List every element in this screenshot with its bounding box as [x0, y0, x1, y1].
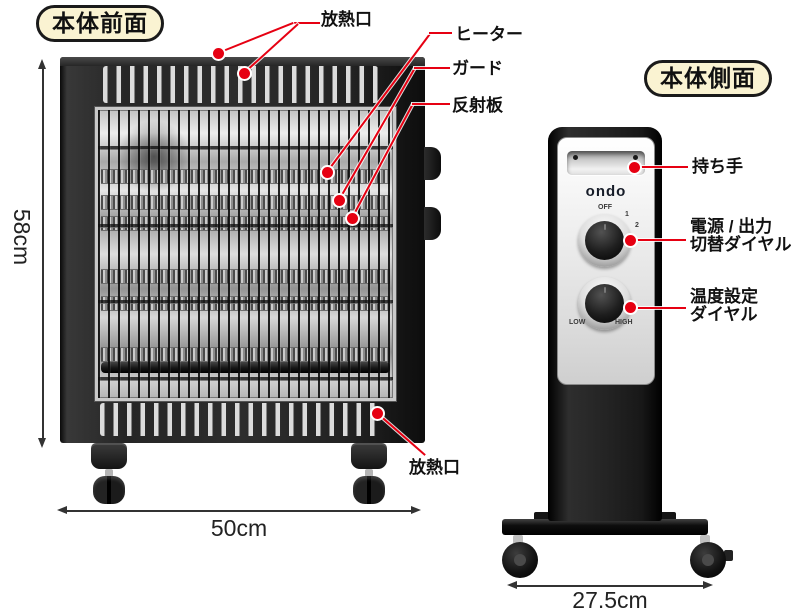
- power-dial-1-mark: 1: [625, 211, 629, 218]
- callout-line: [292, 22, 320, 24]
- depth-dimension-arrow: [507, 581, 713, 590]
- width-dimension-label: 50cm: [210, 515, 268, 541]
- front-caster-left: [90, 443, 130, 505]
- temp-dial-high-mark: HIGH: [615, 319, 633, 326]
- guard-wires: [98, 110, 393, 398]
- side-control-panel: ondo OFF 1 2 LOW HIGH: [557, 137, 655, 385]
- arrow-line: [515, 584, 705, 587]
- label-guard: ガード: [452, 59, 503, 78]
- power-dial-2-mark: 2: [635, 222, 639, 229]
- arrow-line: [65, 509, 413, 512]
- side-view-title: 本体側面: [644, 60, 772, 97]
- caster-wheel: [353, 476, 385, 504]
- temperature-dial[interactable]: [578, 277, 631, 330]
- arrow-up-icon: [38, 59, 46, 69]
- callout-line: [414, 67, 450, 69]
- screw-icon: [573, 155, 578, 160]
- caster-brake-tab: [724, 550, 733, 561]
- caster-stem: [105, 469, 113, 477]
- side-base-plate: [502, 519, 708, 535]
- front-caster-right: [350, 443, 390, 505]
- brand-logo: ondo: [585, 183, 627, 200]
- label-power-dial-line1: 電源 / 出力: [690, 217, 773, 236]
- temperature-dial-knob[interactable]: [585, 284, 624, 323]
- label-power-dial: 電源 / 出力 切替ダイヤル: [690, 218, 792, 254]
- label-power-dial-line2: 切替ダイヤル: [690, 235, 792, 254]
- callout-line: [632, 239, 686, 241]
- callout-dot: [623, 300, 638, 315]
- callout-dot: [370, 406, 385, 421]
- side-dial-profile-bottom: [424, 207, 441, 240]
- caster-stem: [700, 535, 710, 544]
- callout-line: [412, 103, 450, 105]
- label-heater: ヒーター: [455, 25, 523, 44]
- caster-stem: [513, 535, 523, 544]
- base-bracket: [534, 512, 556, 521]
- power-dial-knob[interactable]: [585, 221, 624, 260]
- callout-dot: [237, 66, 252, 81]
- label-temp-dial: 温度設定 ダイヤル: [690, 288, 758, 324]
- front-view-title: 本体前面: [36, 5, 164, 42]
- callout-line: [429, 32, 452, 34]
- callout-line: [632, 307, 686, 309]
- temp-dial-low-mark: LOW: [569, 319, 586, 326]
- callout-dot: [320, 165, 335, 180]
- depth-dimension-label: 27.5cm: [572, 587, 648, 612]
- callout-dot: [623, 233, 638, 248]
- arrow-left-icon: [507, 581, 517, 589]
- label-vent-bottom: 放熱口: [409, 458, 460, 477]
- caster-mount: [351, 443, 387, 469]
- label-vent-top: 放熱口: [321, 10, 372, 29]
- caster-wheel: [93, 476, 125, 504]
- side-caster-right: [690, 542, 726, 578]
- callout-dot: [627, 160, 642, 175]
- front-top-cap: [60, 57, 425, 66]
- heater-side-view: ondo OFF 1 2 LOW HIGH: [548, 127, 662, 521]
- screw-icon: [633, 155, 638, 160]
- front-guard-area: [95, 107, 396, 401]
- arrow-left-icon: [57, 506, 67, 514]
- arrow-right-icon: [703, 581, 713, 589]
- callout-dot: [211, 46, 226, 61]
- callout-dot: [332, 193, 347, 208]
- callout-dot: [345, 211, 360, 226]
- label-reflector: 反射板: [452, 96, 503, 115]
- base-bracket: [654, 512, 676, 521]
- height-dimension-label: 58cm: [9, 208, 35, 266]
- arrow-down-icon: [38, 438, 46, 448]
- callout-line: [634, 166, 688, 168]
- power-dial-off-mark: OFF: [598, 204, 612, 211]
- label-handle: 持ち手: [692, 157, 743, 176]
- arrow-right-icon: [411, 506, 421, 514]
- caster-stem: [365, 469, 373, 477]
- width-dimension-arrow: [57, 506, 421, 515]
- front-bottom-vents: [100, 403, 380, 436]
- side-caster-left: [502, 542, 538, 578]
- side-dial-profile-top: [424, 147, 441, 180]
- power-output-dial[interactable]: [578, 214, 631, 267]
- label-temp-dial-line2: ダイヤル: [690, 305, 758, 324]
- caster-mount: [91, 443, 127, 469]
- label-temp-dial-line1: 温度設定: [690, 287, 758, 306]
- arrow-line: [41, 67, 44, 440]
- height-dimension-arrow: [38, 59, 47, 448]
